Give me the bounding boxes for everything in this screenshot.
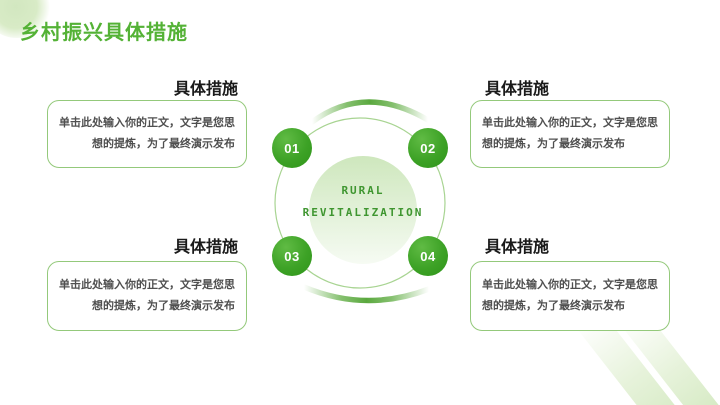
body-text-line: 单击此处输入你的正文，文字是您思 <box>482 279 658 291</box>
center-label: RURAL REVITALIZATION <box>296 184 430 219</box>
bottom-crescent-arc <box>301 284 432 304</box>
quadrant-heading-01: 具体措施 <box>173 81 238 98</box>
body-text-line: 单击此处输入你的正文，文字是您思 <box>482 117 658 129</box>
body-text-box-01[interactable]: 单击此处输入你的正文，文字是您思 想的提炼，为了最终演示发布 <box>47 100 247 168</box>
quadrant-heading-04: 具体措施 <box>485 239 550 256</box>
body-text-line: 想的提炼，为了最终演示发布 <box>92 138 235 150</box>
quadrant-heading-02: 具体措施 <box>485 81 550 98</box>
quadrant-heading-03: 具体措施 <box>173 239 238 256</box>
number-badge-02: 02 <box>408 128 448 168</box>
number-badge-04: 04 <box>408 236 448 276</box>
number-badge-03: 03 <box>272 236 312 276</box>
diagram-ring <box>274 117 446 289</box>
body-text-line: 想的提炼，为了最终演示发布 <box>482 300 625 312</box>
body-text-line: 单击此处输入你的正文，文字是您思 <box>59 279 235 291</box>
body-text-box-02[interactable]: 单击此处输入你的正文，文字是您思 想的提炼，为了最终演示发布 <box>470 100 670 168</box>
top-crescent-arc <box>309 99 431 125</box>
center-label-line2: REVITALIZATION <box>302 206 424 219</box>
number-badge-01: 01 <box>272 128 312 168</box>
body-text-box-03[interactable]: 单击此处输入你的正文，文字是您思 想的提炼，为了最终演示发布 <box>47 261 247 331</box>
center-label-line1: RURAL <box>341 184 385 197</box>
diagram-inner-circle <box>309 156 417 264</box>
body-text-box-04[interactable]: 单击此处输入你的正文，文字是您思 想的提炼，为了最终演示发布 <box>470 261 670 331</box>
slide-title: 乡村振兴具体措施 <box>20 22 188 44</box>
body-text-line: 想的提炼，为了最终演示发布 <box>482 138 625 150</box>
body-text-line: 想的提炼，为了最终演示发布 <box>92 300 235 312</box>
body-text-line: 单击此处输入你的正文，文字是您思 <box>59 117 235 129</box>
